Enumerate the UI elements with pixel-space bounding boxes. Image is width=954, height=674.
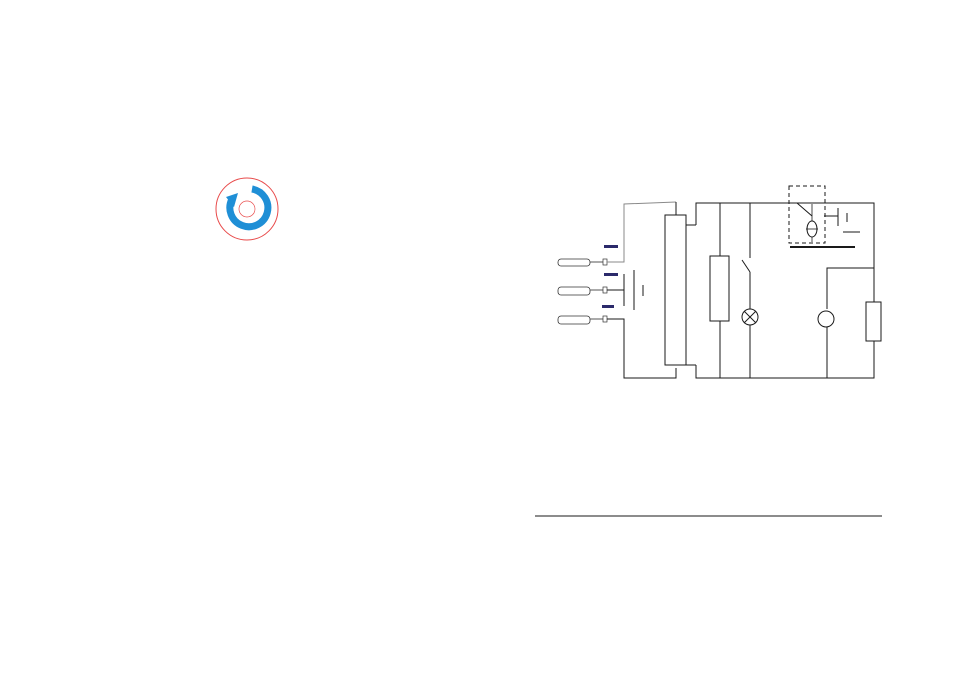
resistor-right <box>865 301 882 342</box>
lamp <box>741 308 759 378</box>
ground-symbol <box>837 208 860 233</box>
relay-box <box>788 185 855 248</box>
resistor-left <box>709 203 730 378</box>
polarity-mark-2 <box>604 273 618 276</box>
polarity-mark-3 <box>602 305 614 308</box>
logo <box>215 177 279 241</box>
switch <box>741 203 751 309</box>
probe-plug-2 <box>557 286 608 296</box>
meter <box>817 310 835 328</box>
terminal-strip <box>664 202 696 366</box>
circular-arrow-icon <box>226 185 272 231</box>
polarity-mark-1 <box>604 245 618 248</box>
probe-plug-3 <box>557 315 608 325</box>
circuit-diagram <box>557 185 882 379</box>
logo-ring <box>215 177 279 241</box>
battery <box>623 270 644 310</box>
probe-plug-1 <box>557 258 608 267</box>
